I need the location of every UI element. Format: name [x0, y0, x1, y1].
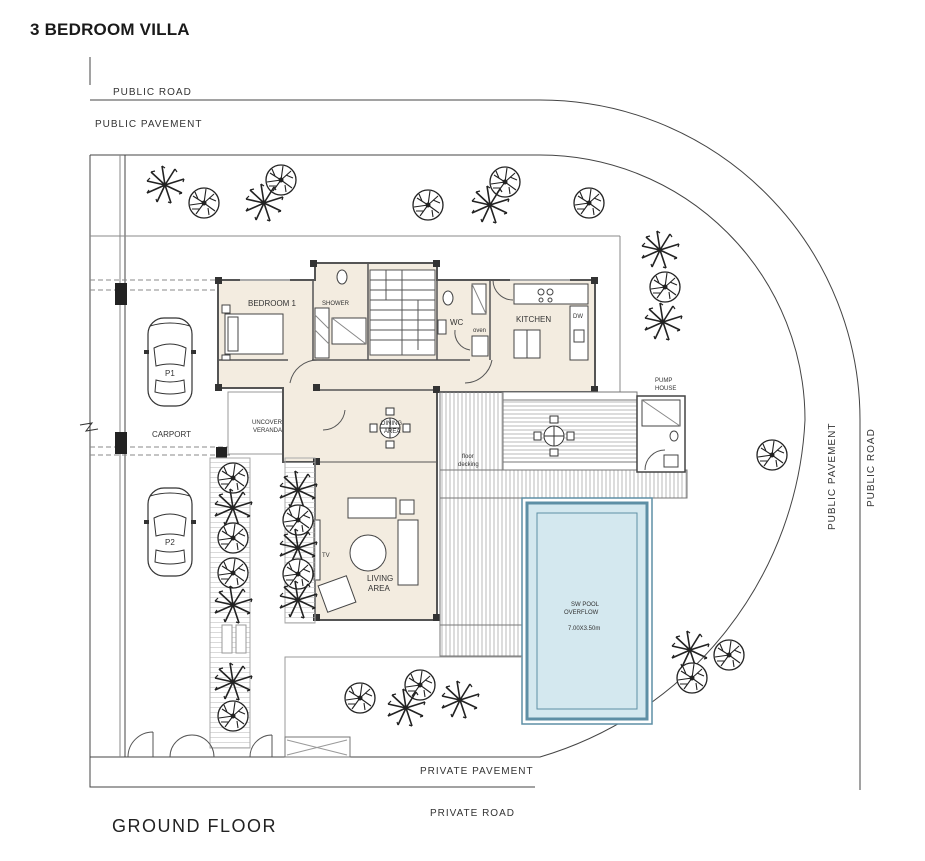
shower-room [314, 269, 367, 359]
oven-label: oven [473, 328, 486, 334]
kitchen-label: KITCHEN [516, 315, 551, 324]
carport-label: CARPORT [152, 430, 191, 439]
wc-room [437, 283, 489, 357]
carport [90, 279, 320, 577]
car-p1 [143, 317, 197, 407]
p1-label: P1 [165, 369, 175, 378]
garden-boundary [284, 656, 522, 750]
wc-label: WC [450, 318, 464, 327]
pump-house-label-1: PUMP [655, 378, 672, 384]
public-road-top-label: PUBLIC ROAD [113, 87, 192, 98]
public-pavement-right-label: PUBLIC PAVEMENT [827, 423, 838, 530]
p2-label: P2 [165, 538, 175, 547]
pool-label-1: SW POOL [571, 602, 600, 608]
planting-strip [209, 457, 251, 749]
verandah-label-1: UNCOVERED [252, 420, 291, 426]
dining-label-1: DINING [381, 421, 402, 427]
tv-label: TV [322, 553, 330, 559]
private-pavement-label: PRIVATE PAVEMENT [420, 766, 534, 777]
pump-house-label-2: HOUSE [655, 386, 676, 392]
living-furniture [313, 497, 419, 613]
decking-label-1: floor [462, 454, 474, 460]
living-label-2: AREA [368, 584, 390, 593]
pool-dims-label: 7.00X3.50m [568, 626, 600, 632]
pool-label-2: OVERFLOW [564, 610, 599, 616]
car-p2 [143, 487, 197, 577]
pump-house [636, 395, 686, 473]
break-line [79, 422, 99, 432]
kitchen-fittings [513, 283, 589, 361]
private-road-label: PRIVATE ROAD [430, 808, 515, 819]
dishwasher-label: DW [573, 314, 583, 320]
dining-label-2: AREA [384, 429, 400, 435]
floor-decking [439, 391, 688, 657]
road-lines [89, 57, 861, 790]
public-pavement-top-label: PUBLIC PAVEMENT [95, 119, 202, 130]
house-walls [215, 260, 598, 621]
public-road-right-label: PUBLIC ROAD [866, 428, 877, 507]
plan-title: 3 BEDROOM VILLA [30, 20, 190, 39]
staircase [369, 269, 436, 356]
bedroom-label: BEDROOM 1 [248, 299, 297, 308]
floor-label: GROUND FLOOR [112, 816, 278, 836]
side-gate [127, 731, 154, 758]
shower-label: SHOWER [322, 301, 350, 307]
swimming-pool [521, 497, 653, 725]
bedroom-furniture [221, 304, 284, 361]
verandah-label-2: VERANDAH [253, 428, 286, 434]
decking-label-2: decking [458, 462, 479, 468]
living-label-1: LIVING [367, 574, 393, 583]
